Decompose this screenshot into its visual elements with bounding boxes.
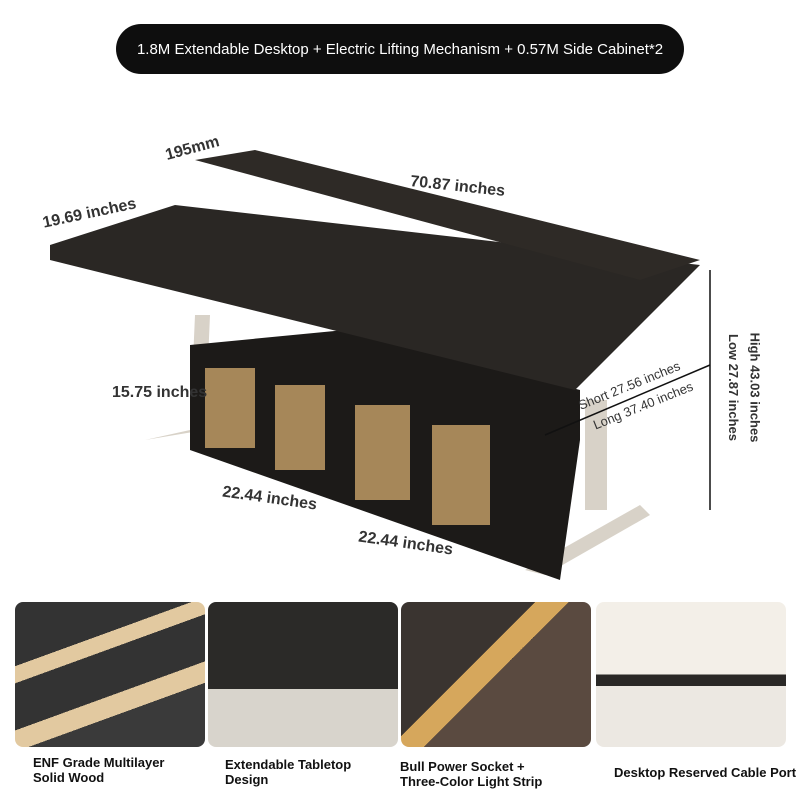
feature-image-socket (401, 602, 591, 747)
feature-image-cable-port (596, 602, 786, 747)
feature-caption-socket: Bull Power Socket + Three-Color Light St… (400, 759, 543, 789)
rattan-door (275, 385, 325, 470)
title-banner: 1.8M Extendable Desktop + Electric Lifti… (116, 24, 684, 74)
height-high-label: High 43.03 inches (747, 332, 763, 443)
rattan-door (205, 368, 255, 448)
feature-image-wood (15, 602, 205, 747)
rattan-door (432, 425, 490, 525)
feature-caption-extendable: Extendable Tabletop Design (225, 757, 352, 787)
rattan-door (355, 405, 410, 500)
feature-caption-cable-port: Desktop Reserved Cable Port (614, 765, 797, 780)
cabinet-height-label: 15.75 inches (112, 384, 208, 401)
feature-caption-wood: ENF Grade Multilayer Solid Wood (33, 755, 165, 785)
shelf (195, 150, 700, 280)
desk-illustration (50, 150, 711, 580)
right-leg (585, 400, 607, 510)
feature-image-extendable (208, 602, 398, 747)
height-low-label: Low 27.87 inches (725, 334, 741, 441)
